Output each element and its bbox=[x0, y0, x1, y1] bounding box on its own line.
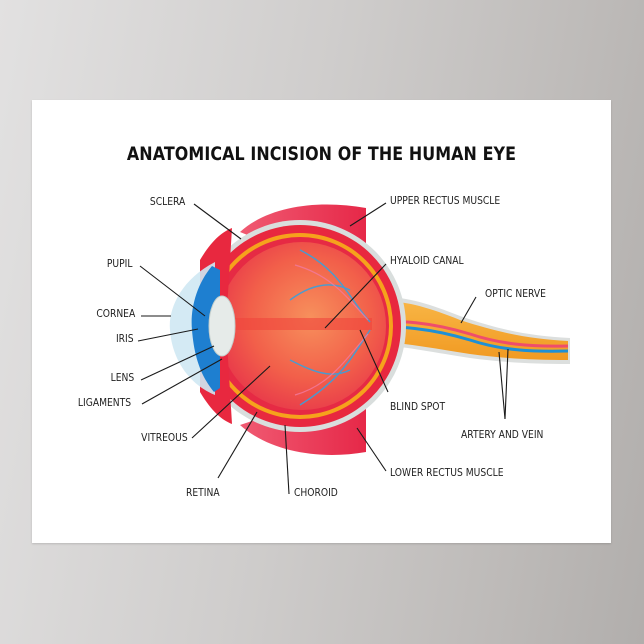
label-choroid: CHOROID bbox=[294, 488, 338, 499]
lens-shape bbox=[208, 295, 236, 357]
label-optic-nerve: OPTIC NERVE bbox=[485, 289, 546, 300]
label-vitreous: VITREOUS bbox=[141, 433, 188, 444]
label-iris: IRIS bbox=[115, 334, 134, 345]
label-hyaloid-canal: HYALOID CANAL bbox=[390, 256, 464, 267]
label-pupil: PUPIL bbox=[106, 259, 133, 270]
label-cornea: CORNEA bbox=[96, 309, 136, 320]
label-ligaments: LIGAMENTS bbox=[77, 398, 132, 409]
hyaloid-canal-shape bbox=[222, 318, 372, 330]
label-retina: RETINA bbox=[186, 488, 220, 499]
page-title: ANATOMICAL INCISION OF THE HUMAN EYE bbox=[126, 144, 517, 165]
label-artery-and-vein: ARTERY AND VEIN bbox=[461, 430, 544, 441]
label-sclera: SCLERA bbox=[149, 197, 186, 208]
label-lower-rectus-muscle: LOWER RECTUS MUSCLE bbox=[390, 468, 504, 479]
label-blind-spot: BLIND SPOT bbox=[390, 402, 446, 413]
optic-nerve-shape bbox=[360, 296, 570, 364]
iris-shape bbox=[191, 266, 220, 392]
upper-rectus-muscle-shape bbox=[240, 204, 366, 255]
label-lens: LENS bbox=[110, 373, 135, 384]
label-upper-rectus-muscle: UPPER RECTUS MUSCLE bbox=[390, 196, 501, 207]
